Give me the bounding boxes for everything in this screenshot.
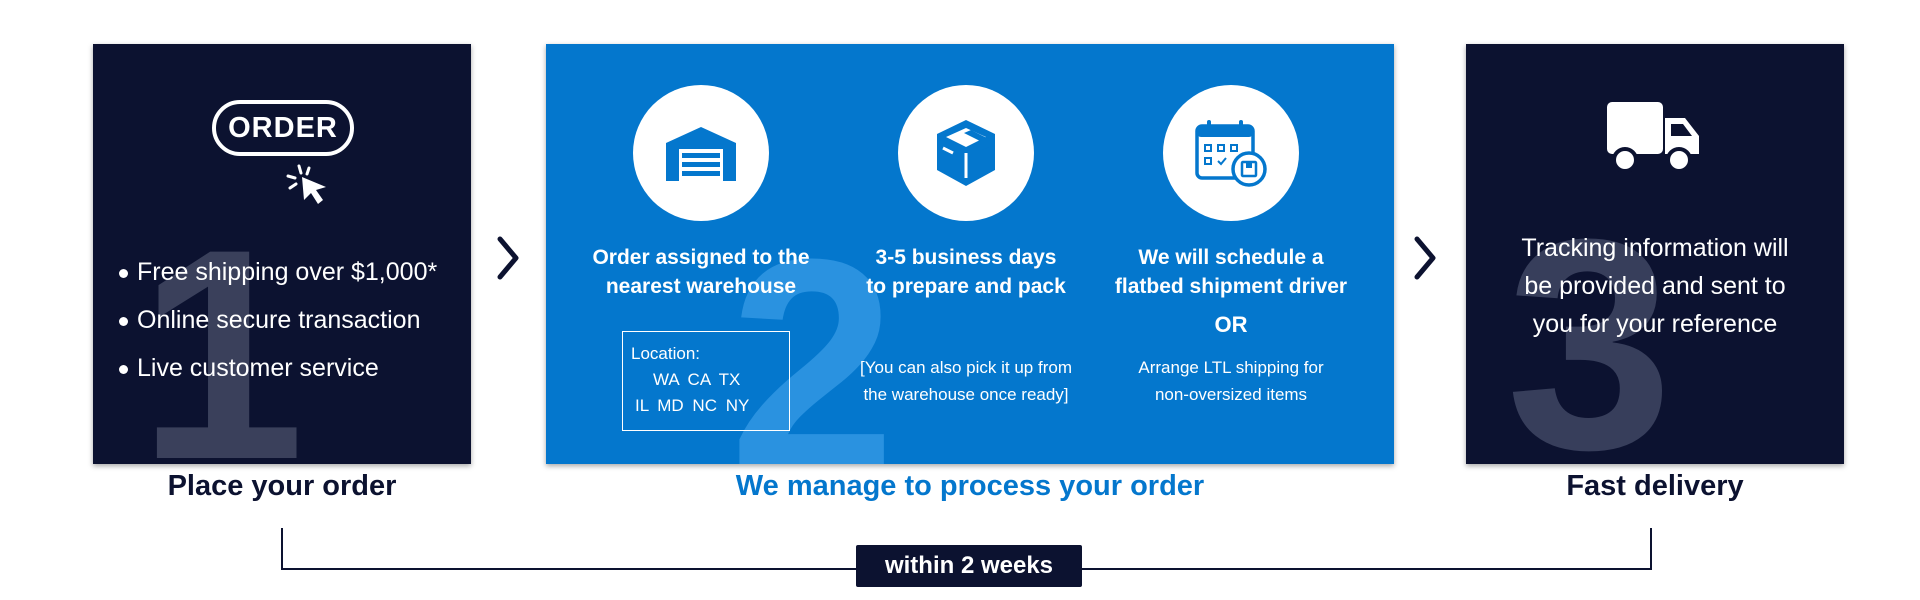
- packing-title: 3-5 business days to prepare and pack: [866, 246, 1066, 298]
- order-badge: ORDER: [212, 100, 354, 156]
- calendar-icon-circle: [1163, 85, 1299, 221]
- warehouse-column: Order assigned to the nearest warehouse …: [566, 44, 836, 464]
- step-1-label: Place your order: [167, 470, 397, 502]
- step-3-panel: 3 Tracking information will be provided …: [1466, 44, 1844, 464]
- package-box-icon: [937, 120, 995, 186]
- warehouse-title: Order assigned to the nearest warehouse: [592, 246, 810, 298]
- duration-badge: within 2 weeks: [856, 545, 1082, 587]
- step-3-number: 3: [1506, 176, 1673, 464]
- chevron-right-icon: [1414, 236, 1436, 280]
- warehouse-icon: [666, 127, 736, 181]
- package-icon-circle: [898, 85, 1034, 221]
- tracking-info-text: Tracking information will be provided an…: [1521, 234, 1789, 338]
- warehouse-icon-circle: [633, 85, 769, 221]
- step-1-panel: 1 ORDER Free shipping over $1,000* Onlin…: [93, 44, 471, 464]
- location-row: IL MD NC NY: [635, 396, 750, 415]
- shipping-title: We will schedule a flatbed shipment driv…: [1114, 246, 1348, 298]
- location-row: WA CA TX: [653, 370, 741, 389]
- step-1-bullet-list: Free shipping over $1,000* Online secure…: [117, 248, 437, 392]
- location-heading: Location:: [631, 344, 700, 363]
- step-2-number: 2: [729, 196, 896, 464]
- or-separator: OR: [1214, 312, 1248, 337]
- step-2-panel: 2 Order assigned to the nearest warehous…: [546, 44, 1394, 464]
- list-item: Free shipping over $1,000*: [117, 248, 437, 296]
- packing-column: 3-5 business days to prepare and pack [Y…: [831, 44, 1101, 464]
- ltl-note: Arrange LTL shipping for non-oversized i…: [1138, 358, 1324, 404]
- timeline-bracket-right: [1650, 528, 1652, 570]
- step-2-label: We manage to process your order: [735, 470, 1205, 502]
- delivery-truck-icon: [1607, 102, 1699, 173]
- cursor-click-icon: [286, 164, 326, 204]
- list-item: Live customer service: [117, 344, 437, 392]
- location-box: Location: WA CA TX IL MD NC NY: [622, 331, 790, 431]
- list-item: Online secure transaction: [117, 296, 437, 344]
- step-3-label: Fast delivery: [1566, 470, 1744, 502]
- timeline-bracket-left: [281, 528, 283, 570]
- step-1-number: 1: [138, 186, 305, 464]
- calendar-schedule-icon: [1195, 120, 1267, 187]
- shipping-column: We will schedule a flatbed shipment driv…: [1096, 44, 1366, 464]
- pickup-note: [You can also pick it up from the wareho…: [860, 358, 1072, 404]
- chevron-right-icon: [497, 236, 519, 280]
